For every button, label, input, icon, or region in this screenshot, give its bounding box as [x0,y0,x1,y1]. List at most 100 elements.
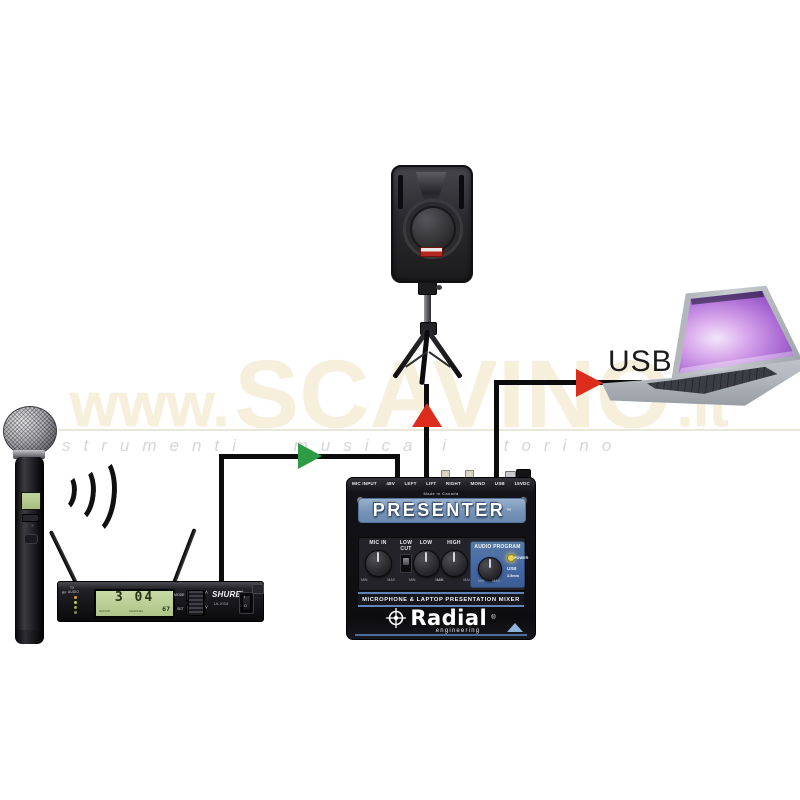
mixer-subtitle: MICROPHONE & LAPTOP PRESENTATION MIXER [362,596,520,603]
jack-label-lift: LIFT [426,481,437,486]
low-cut-switch [400,554,412,573]
mixer-subtitle-strip: MICROPHONE & LAPTOP PRESENTATION MIXER [358,592,524,607]
cable-mixer-to-laptop-horizontal [494,380,642,385]
max-label: MAX [387,577,395,582]
audio-label: AUDIO [68,590,80,594]
cable-mixer-to-speaker [424,384,429,480]
presenter-mixer: MIC INPUT 48V LEFT LIFT RIGHT MONO USB 1… [346,477,536,640]
mixer-corner-triangle-icon [507,623,523,632]
cable-receiver-to-mixer-vertical [219,456,224,582]
mixer-jack-labels: MIC INPUT 48V LEFT LIFT RIGHT MONO USB 1… [352,481,530,486]
lcd-group-label: GROUP [99,609,111,613]
microphone-power-button [24,534,38,544]
trademark-symbol: ™ [506,507,512,514]
mic-in-label: MIC IN [369,540,387,546]
jog-wheel [188,590,204,616]
power-off-mark: O [244,604,247,608]
jack-label-left: LEFT [404,481,417,486]
rf-label: RF [62,591,67,595]
power-rocker [242,595,251,611]
made-in-label: Made in Canada [423,491,459,496]
audio-led-icon [74,606,77,609]
audio-program-section: AUDIO PROGRAM POWER USB 3.5mm MIN MAX [470,541,529,588]
wireless-waves-icon [51,445,121,539]
receiver-antenna-left [48,529,78,584]
tx-label: TX [70,586,75,590]
audio-program-title: AUDIO PROGRAM [474,544,521,550]
rf-led-icon [74,596,77,599]
wireless-microphone [15,457,44,643]
laptop [598,283,800,415]
low-cut-control: LOW CUT [397,540,415,573]
jack-label-right: RIGHT [445,481,461,486]
max-label: MAX [492,579,500,583]
low-cut-label-1: LOW [399,540,413,546]
low-label: LOW [419,540,433,546]
ap-aux-label: 3.5mm [507,574,520,578]
registered-symbol: ® [491,615,496,621]
speaker-stand-clamp-knob [436,285,442,290]
green-arrow-icon [298,443,322,469]
microphone-led-icon [25,524,28,527]
lcd-channel-label: CHANNEL [128,609,144,613]
audio-led-icon [74,601,77,604]
speaker-port-right [459,175,464,209]
red-up-arrow-icon [412,403,442,427]
set-button-label: SET [177,607,184,611]
microphone-display [21,492,41,510]
mixer-accent-line [355,634,527,636]
power-switch: I O [239,592,254,614]
radial-logo: Radial ® [347,606,535,630]
audio-led-icon [74,611,77,614]
mode-button-label: MODE [174,593,185,597]
presenter-name: PRESENTER [372,500,506,520]
pa-speaker [391,165,473,283]
wireless-receiver: RF TX AUDIO 3 04 GROUP CHANNEL 67 MODE S… [57,581,264,622]
jack-label-mic-input: MIC INPUT [352,481,377,486]
high-control: HIGH MIN MAX [437,540,471,582]
microphone-led-icon [31,524,34,527]
audio-program-knob [478,557,502,581]
max-label: MAX [463,577,471,582]
speaker-logo-badge [420,247,443,257]
receiver-lcd: 3 04 GROUP CHANNEL 67 [94,589,175,618]
microphone-button [22,514,39,522]
min-label: MIN [478,579,485,583]
jack-label-usb: USB [494,481,505,486]
ap-usb-label: USB [507,566,517,571]
microphone-collar [13,450,45,459]
cable-receiver-to-mixer-drop [395,454,400,480]
high-label: HIGH [447,540,461,546]
usb-cable-label: USB [608,345,673,378]
jog-down-icon: ˅ [205,605,208,611]
min-label: MIN [409,577,416,582]
power-led-icon [507,554,515,562]
receiver-antenna-right [172,528,197,584]
watermark-prefix: www. [70,371,230,441]
speaker-stand-pole [424,277,431,326]
watermark-divider [58,429,800,431]
power-led-label: POWER [514,556,529,560]
radial-brand: Radial [410,606,488,630]
min-label: MIN [437,577,444,582]
mic-in-control: MIC IN MIN MAX [361,540,395,582]
jack-label-15vdc: 15VDC [514,481,530,486]
lcd-channel-value: 67 [162,605,170,613]
cable-mixer-to-laptop-vertical [494,380,499,480]
speaker-port-left [398,175,403,209]
shure-wordmark: SHURE [212,590,242,599]
ap-minmax: MIN MAX [478,579,500,583]
receiver-model: ULXS4 [214,601,229,606]
microphone-bottom-cap [15,630,44,644]
radial-engineering-label: engineering [435,628,481,634]
low-cut-label-2: CUT [400,545,412,552]
low-knob [412,549,440,577]
min-label: MIN [361,577,368,582]
lcd-group-channel-digits: 3 04 [114,590,155,605]
high-knob [440,549,468,577]
mic-in-knob [364,549,392,577]
